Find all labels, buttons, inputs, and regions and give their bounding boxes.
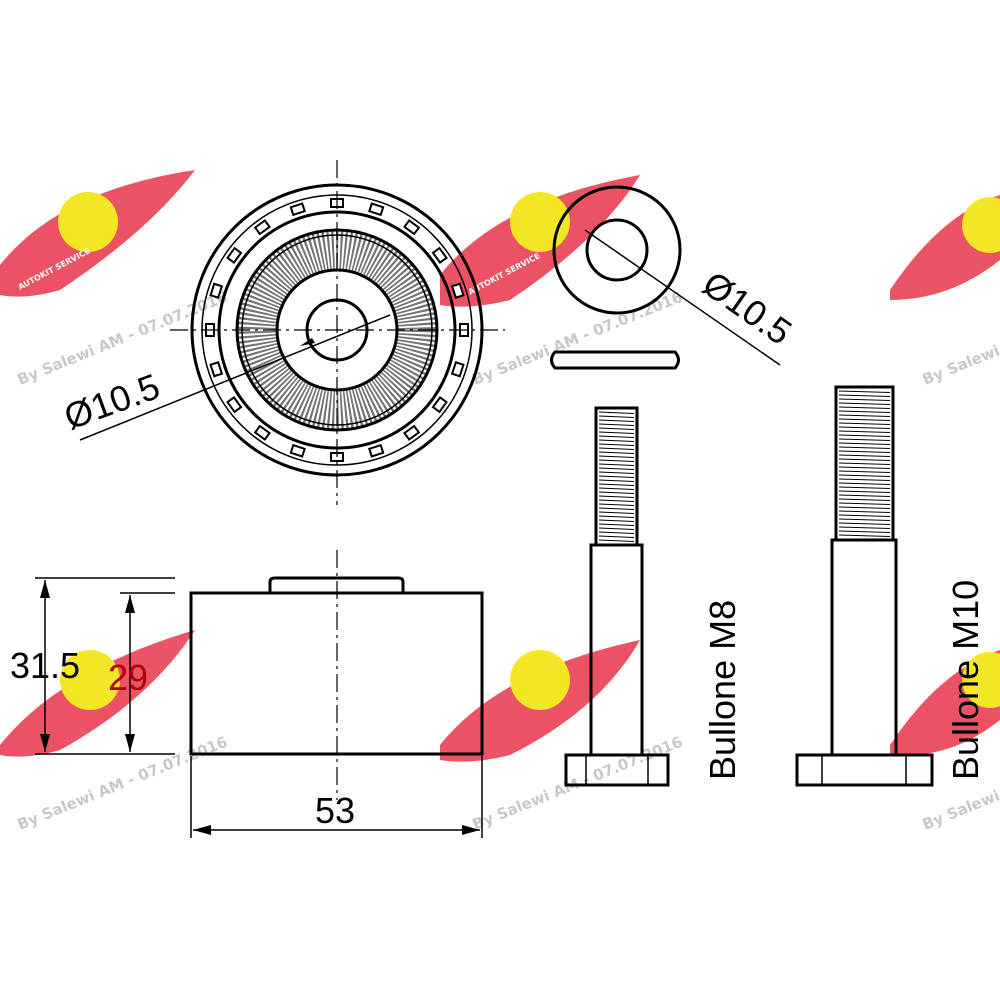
watermark-logo-1: AUTOKIT SERVICE <box>0 170 195 297</box>
body-height-label: 29 <box>108 657 148 698</box>
pulley-side-view <box>189 550 484 800</box>
watermark-logo-4 <box>0 630 195 757</box>
bolt-m8: Bullone M8 <box>564 406 743 787</box>
washer-hole-diameter: Ø10.5 <box>695 263 799 353</box>
dimension-total-height: 31.5 <box>10 577 175 755</box>
bolt-m8-thread <box>598 411 635 542</box>
watermark-logo-2: AUTOKIT SERVICE <box>440 175 640 307</box>
watermark-logo-5 <box>440 640 640 762</box>
width-label: 53 <box>315 790 355 831</box>
dimension-body-height: 29 <box>108 592 175 752</box>
bolt-m10: Bullone M10 <box>795 385 986 787</box>
watermark-logo-6 <box>890 650 1000 756</box>
dimension-width: 53 <box>190 756 483 838</box>
watermark-logo-3 <box>890 195 1000 300</box>
watermark-credit-3: By Salewi AM - 07.07.2016 <box>920 288 1000 389</box>
bolt-m8-label: Bullone M8 <box>702 600 743 780</box>
total-height-label: 31.5 <box>10 645 80 686</box>
bolt-m10-label: Bullone M10 <box>945 580 986 780</box>
bolt-m10-thread <box>838 390 891 537</box>
washer-side-view <box>550 350 680 370</box>
